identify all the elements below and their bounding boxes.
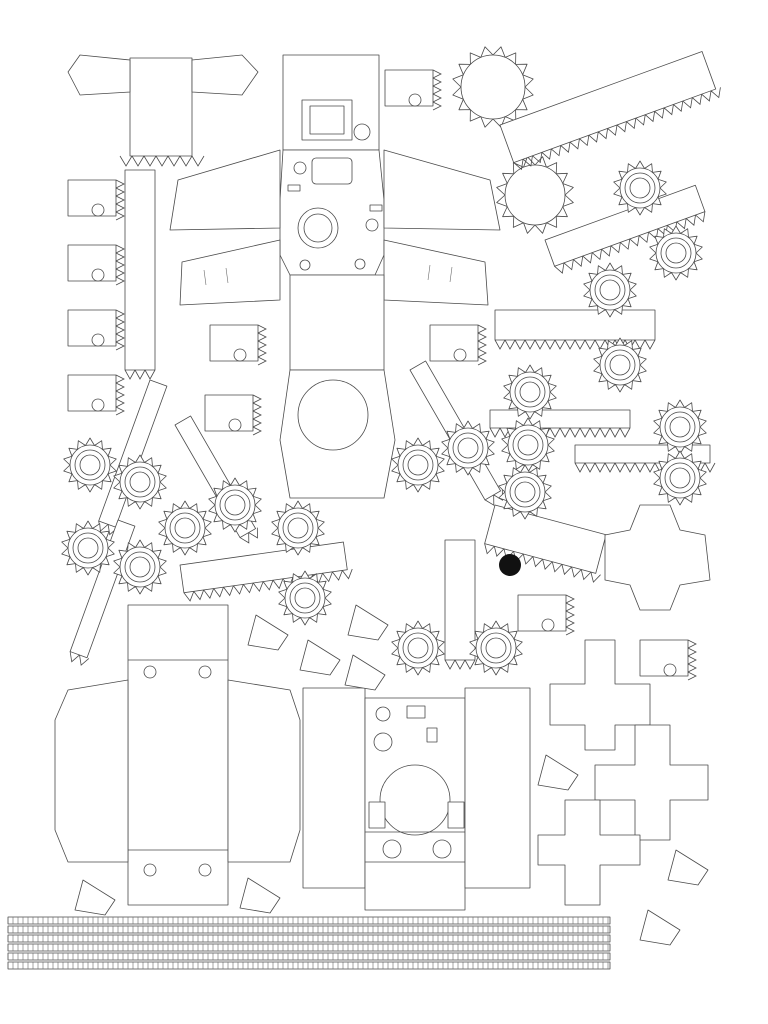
spiked-bars xyxy=(69,51,721,670)
spiked-wheel-icon xyxy=(271,500,325,556)
spiked-wheel-icon xyxy=(61,520,115,576)
tread-block-1 xyxy=(67,179,125,221)
bottom-turret-box-piece xyxy=(302,687,531,911)
spiked-wheel-icon xyxy=(208,477,262,533)
tread-block-8 xyxy=(429,324,487,366)
spiked-wheel-icon xyxy=(653,450,707,506)
tread-block-9 xyxy=(517,594,575,636)
black-dot-icon xyxy=(499,554,521,576)
cross-pieces xyxy=(537,504,711,906)
spiked-wheel-icon xyxy=(391,437,445,493)
glue-tab-icon xyxy=(299,639,341,676)
tread-strips xyxy=(7,916,611,970)
spiked-wheel-icon xyxy=(113,539,167,595)
spiked-bar-4 xyxy=(494,309,656,350)
tread-block-3 xyxy=(67,309,125,351)
spiked-wheel-icon xyxy=(113,454,167,510)
spiked-wheel-icon xyxy=(653,399,707,455)
tread-block-2 xyxy=(67,244,125,286)
spiked-tread-blocks xyxy=(67,69,697,681)
spiked-wheel-icon xyxy=(593,337,647,393)
glue-tab-icon xyxy=(239,877,281,914)
spiked-wheel-icon xyxy=(498,464,552,520)
top-left-cylinder-piece xyxy=(67,54,259,167)
spiked-wheel-icon xyxy=(469,620,523,676)
spiked-wheel-icon xyxy=(158,500,212,556)
glue-tab-icon xyxy=(667,849,709,886)
central-hull-body xyxy=(169,54,501,499)
spiked-bar-1 xyxy=(499,51,721,171)
spiked-wheel-icon xyxy=(503,364,557,420)
spiked-wheel-icon xyxy=(278,570,332,626)
tread-block-10 xyxy=(639,639,697,681)
spiked-wheel-icon xyxy=(583,262,637,318)
spiked-wheel-icon xyxy=(391,620,445,676)
hatch-icon xyxy=(301,99,353,141)
spiked-wheel-icon xyxy=(501,417,555,473)
glue-tab-icon xyxy=(247,614,289,651)
spiked-bar-13 xyxy=(484,504,607,583)
tread-block-7 xyxy=(204,394,262,436)
glue-tab-icon xyxy=(347,604,389,641)
spiked-wheel-icon xyxy=(441,420,495,476)
spiked-wheel-icon xyxy=(63,437,117,493)
glue-tab-pieces xyxy=(74,604,709,946)
bottom-left-box-piece xyxy=(54,604,301,906)
tread-block-5 xyxy=(384,69,442,111)
spiked-wheel-icon xyxy=(613,160,667,216)
spiked-bar-8 xyxy=(444,539,476,670)
spiked-wheel-icon xyxy=(649,225,703,281)
glue-tab-icon xyxy=(74,879,116,916)
gear-wheels xyxy=(61,160,707,676)
tread-block-6 xyxy=(209,324,267,366)
tread-block-4 xyxy=(67,374,125,416)
glue-tab-icon xyxy=(344,654,386,691)
spiked-sun-wheels xyxy=(452,46,574,234)
spiked-bar-3 xyxy=(124,169,156,380)
glue-tab-icon xyxy=(537,754,579,791)
glue-tab-icon xyxy=(639,909,681,946)
spiked-bar-12 xyxy=(69,519,136,666)
